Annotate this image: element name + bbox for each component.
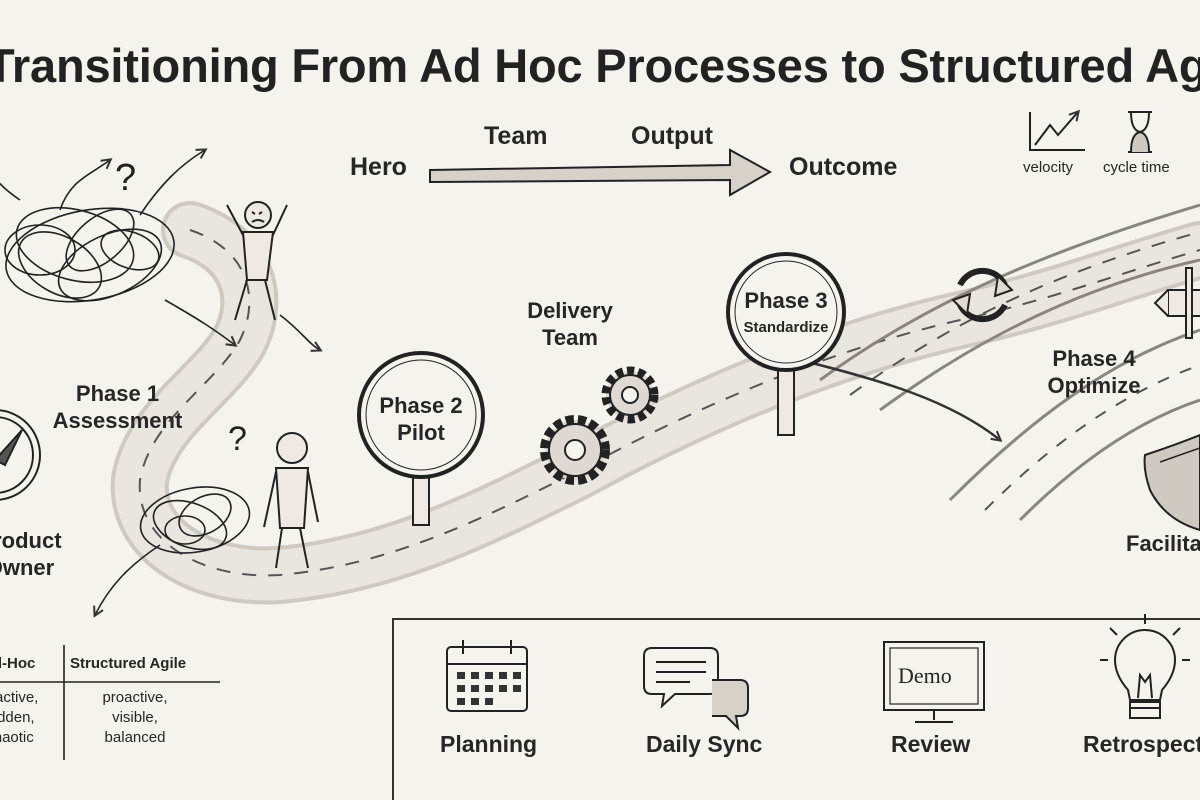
metric-velocity-label: velocity — [1023, 159, 1074, 176]
chaos-scribble-bottom — [95, 486, 251, 615]
product-owner-label: Product Owner — [0, 527, 80, 581]
delivery-team-label: Delivery Team — [520, 297, 620, 351]
phase-2-subtitle: Pilot — [397, 420, 445, 445]
phase-3-label: Phase 3 Standardize — [731, 287, 841, 341]
direction-sign-icon — [1153, 267, 1200, 339]
trend-chart-icon — [1029, 112, 1085, 151]
comparison-right-body: proactive, visible, balanced — [102, 689, 168, 746]
comparison-left-body: reactive, hidden, chaotic — [0, 689, 39, 746]
flow-team-label: Team — [484, 122, 548, 150]
chat-bubbles-icon — [643, 647, 749, 731]
metric-cycle-time-label: cycle time — [1103, 159, 1170, 176]
ceremony-retrospective-label: Retrospective — [1083, 731, 1200, 757]
person-icon — [263, 432, 319, 569]
demo-screen-text: Demo — [898, 663, 952, 688]
winding-road — [110, 201, 1200, 605]
phase-1-label: Phase 1 Assessment — [40, 380, 195, 434]
phase-1-subtitle: Assessment — [52, 408, 183, 433]
stressed-person-icon — [226, 201, 288, 321]
phase-3-sign — [726, 252, 846, 436]
product-owner-line2: Owner — [0, 555, 55, 580]
gears-icon — [540, 366, 659, 485]
compass-icon — [0, 409, 41, 501]
flow-outcome-label: Outcome — [789, 153, 898, 181]
refresh-cycle-icon — [951, 267, 1014, 323]
lightbulb-icon — [1100, 614, 1190, 719]
phase-4-title: Phase 4 — [1052, 346, 1136, 371]
phase-3-subtitle: Standardize — [743, 319, 829, 336]
shield-icon — [1143, 433, 1200, 532]
ceremony-review-label: Review — [891, 731, 971, 757]
comparison-left-header: Ad-Hoc — [0, 655, 36, 672]
page-title: Transitioning From Ad Hoc Processes to S… — [0, 39, 1200, 92]
ceremonies-panel — [392, 618, 1200, 800]
ceremony-daily-sync-label: Daily Sync — [646, 731, 763, 757]
demo-screen-icon — [883, 641, 985, 723]
chaos-scribble-top — [0, 150, 320, 350]
product-owner-line1: Product — [0, 528, 62, 553]
flow-output-label: Output — [631, 122, 713, 150]
phase-4-subtitle: Optimize — [1047, 373, 1141, 398]
phase-1-title: Phase 1 — [75, 381, 160, 406]
phase-4-label: Phase 4 Optimize — [1034, 345, 1154, 399]
flow-hero-label: Hero — [350, 153, 407, 181]
delivery-team-line1: Delivery — [527, 298, 613, 323]
hourglass-icon — [1128, 111, 1152, 153]
question-mark-icon: ? — [228, 420, 247, 458]
calendar-icon — [446, 640, 528, 712]
comparison-table — [0, 645, 220, 760]
facilitator-label: Facilitator — [1126, 531, 1200, 556]
question-mark-icon: ? — [115, 157, 136, 199]
phase-2-title: Phase 2 — [379, 393, 463, 418]
delivery-team-line2: Team — [542, 325, 598, 350]
phase-2-label: Phase 2 Pilot — [361, 392, 481, 446]
phase-3-title: Phase 3 — [744, 288, 828, 313]
comparison-right-header: Structured Agile — [70, 655, 187, 672]
ceremony-planning-label: Planning — [440, 731, 538, 757]
phase-2-sign — [357, 351, 485, 526]
flow-arrow — [429, 148, 773, 197]
